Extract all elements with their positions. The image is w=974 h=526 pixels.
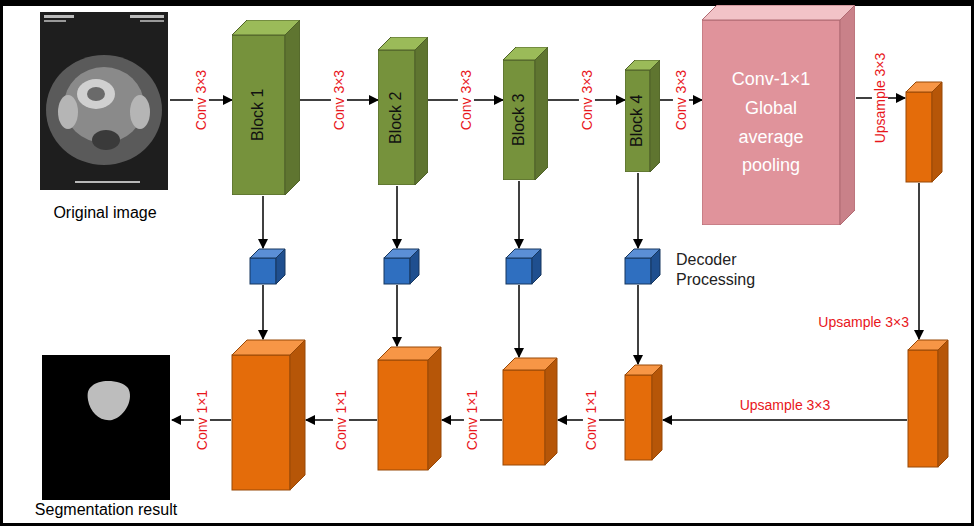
label-holder: Decoder Processing — [676, 250, 776, 290]
decoder-box — [652, 365, 662, 460]
processing-cube — [276, 249, 285, 284]
skip-arrow — [518, 285, 520, 357]
box-side — [535, 47, 548, 180]
image-caption: Original image — [53, 204, 156, 222]
operation-label: Conv 3×3 — [457, 67, 473, 133]
decoder-box — [232, 355, 290, 490]
text-area: Conv-1×1 Global average pooling — [702, 20, 840, 225]
mri-tissue — [130, 95, 150, 129]
processing-cube — [625, 258, 651, 284]
box-side — [650, 60, 660, 172]
processing-cube — [651, 249, 660, 284]
operation-label: Conv 3×3 — [673, 67, 689, 133]
processing-cube — [410, 249, 419, 284]
mri-overlay — [130, 15, 164, 18]
segmentation-image — [42, 355, 170, 500]
operation-label: Conv 3×3 — [193, 67, 209, 133]
skip-arrow — [396, 285, 398, 346]
decoder-box — [545, 358, 557, 465]
mri-organ — [77, 79, 115, 109]
skip-arrow — [637, 285, 639, 364]
box-side — [415, 37, 428, 185]
block-label: Block 1 — [250, 89, 268, 141]
processing-cube — [250, 258, 276, 284]
block-label: Block 4 — [629, 95, 647, 147]
decoder-box — [932, 82, 942, 182]
segmentation-mask — [88, 381, 130, 420]
skip-arrow — [396, 186, 398, 248]
box-front — [625, 70, 650, 172]
text-area: Block 4 — [625, 70, 650, 172]
decoder-box — [290, 340, 305, 490]
box-side — [840, 5, 855, 225]
flow-arrow — [663, 419, 907, 421]
decoder-box — [625, 375, 652, 460]
skip-arrow — [262, 285, 264, 339]
operation-label: Upsample 3×3 — [737, 397, 834, 413]
box-side — [285, 20, 300, 195]
decoder-box — [938, 340, 948, 467]
mri-tumor — [92, 130, 120, 150]
block-label: Block 3 — [510, 94, 528, 146]
mri-tissue — [46, 55, 162, 165]
skip-arrow — [518, 181, 520, 248]
operation-label: Upsample 3×3 — [872, 50, 888, 147]
decoder-box — [428, 347, 441, 470]
operation-label: Conv 1×1 — [333, 387, 349, 453]
mri-overlay — [44, 15, 74, 18]
processing-cube — [384, 258, 410, 284]
box-front — [232, 35, 285, 195]
text-area: Block 2 — [378, 50, 415, 185]
operation-label: Conv 3×3 — [578, 67, 594, 133]
operation-label: Conv 1×1 — [464, 387, 480, 453]
decoder-box — [908, 350, 938, 467]
skip-arrow — [637, 173, 639, 248]
encoder-block: Block 2 — [378, 37, 428, 185]
text-area: Block 3 — [503, 60, 535, 180]
mri-organ — [87, 87, 105, 101]
operation-label: Conv 1×1 — [194, 387, 210, 453]
mri-overlay — [44, 20, 66, 22]
processing-cube — [506, 258, 532, 284]
operation-label: Conv 3×3 — [331, 67, 347, 133]
annotation-label: Decoder Processing — [676, 250, 776, 290]
mri-image — [40, 12, 168, 190]
operation-label: Upsample 3×3 — [815, 314, 912, 330]
decoder-box — [378, 360, 428, 470]
encoder-block: Block 4 — [625, 60, 660, 172]
box-top — [702, 5, 855, 20]
box-front — [378, 50, 415, 185]
encoder-block: Block 3 — [503, 47, 548, 180]
mri-overlay — [140, 20, 164, 22]
box-front — [503, 60, 535, 180]
image-node: Original image — [40, 12, 170, 222]
decoder-box — [906, 92, 932, 182]
box-label: Conv-1×1 Global average pooling — [719, 65, 824, 180]
processing-cube — [532, 249, 541, 284]
box-front — [702, 20, 840, 225]
mri-scale-bar — [75, 181, 140, 183]
flow-arrow — [918, 183, 920, 339]
mri-tissue — [58, 95, 78, 129]
skip-arrow — [262, 196, 264, 248]
text-area: Block 1 — [232, 35, 285, 195]
decoder-box — [503, 370, 545, 465]
image-caption: Segmentation result — [35, 501, 177, 519]
operation-label: Conv 1×1 — [583, 387, 599, 453]
pooling-box: Conv-1×1 Global average pooling — [702, 5, 855, 225]
image-node: Segmentation result — [31, 355, 181, 519]
encoder-block: Block 1 — [232, 20, 300, 195]
block-label: Block 2 — [388, 91, 406, 143]
